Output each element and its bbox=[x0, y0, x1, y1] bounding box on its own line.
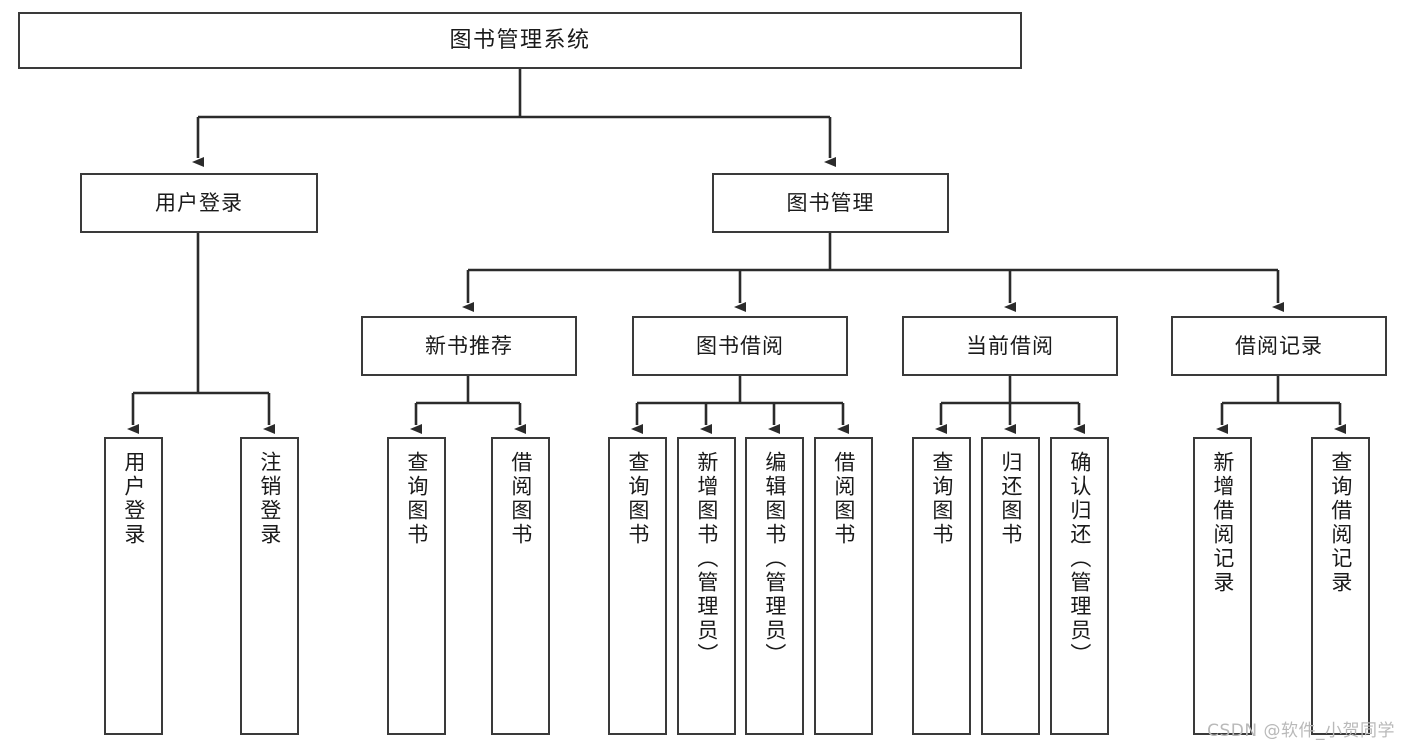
leaf-confirm-return-admin[interactable]: 确认归还（管理员） bbox=[1050, 437, 1109, 735]
leaf-user-login[interactable]: 用户登录 bbox=[104, 437, 163, 735]
node-label: 当前借阅 bbox=[966, 333, 1054, 358]
node-label: 查询图书 bbox=[929, 451, 954, 547]
node-label: 确认归还（管理员） bbox=[1067, 451, 1092, 667]
node-label: 归还图书 bbox=[998, 451, 1023, 547]
node-label: 查询图书 bbox=[625, 451, 650, 547]
leaf-query-borrow-record[interactable]: 查询借阅记录 bbox=[1311, 437, 1370, 735]
leaf-logout[interactable]: 注销登录 bbox=[240, 437, 299, 735]
leaf-borrow-book-recommend[interactable]: 借阅图书 bbox=[491, 437, 550, 735]
node-book-management[interactable]: 图书管理 bbox=[712, 173, 949, 233]
node-current-borrow[interactable]: 当前借阅 bbox=[902, 316, 1118, 376]
leaf-query-book-borrow[interactable]: 查询图书 bbox=[608, 437, 667, 735]
node-label: 注销登录 bbox=[257, 451, 282, 547]
leaf-add-borrow-record[interactable]: 新增借阅记录 bbox=[1193, 437, 1252, 735]
node-label: 新书推荐 bbox=[425, 333, 513, 358]
node-label: 查询借阅记录 bbox=[1328, 451, 1353, 595]
node-label: 借阅图书 bbox=[831, 451, 856, 547]
node-label: 用户登录 bbox=[121, 451, 146, 547]
leaf-query-book-recommend[interactable]: 查询图书 bbox=[387, 437, 446, 735]
node-label: 查询图书 bbox=[404, 451, 429, 547]
leaf-return-book[interactable]: 归还图书 bbox=[981, 437, 1040, 735]
node-label: 图书管理 bbox=[786, 190, 875, 215]
leaf-borrow-book[interactable]: 借阅图书 bbox=[814, 437, 873, 735]
leaf-edit-book-admin[interactable]: 编辑图书（管理员） bbox=[745, 437, 804, 735]
node-label: 用户登录 bbox=[155, 190, 243, 215]
node-root-book-management-system[interactable]: 图书管理系统 bbox=[18, 12, 1022, 69]
node-label: 新增借阅记录 bbox=[1210, 451, 1235, 595]
node-label: 借阅记录 bbox=[1235, 333, 1323, 358]
node-book-borrow[interactable]: 图书借阅 bbox=[632, 316, 848, 376]
csdn-watermark: CSDN @软件_小贺同学 bbox=[1207, 721, 1395, 741]
node-borrow-record[interactable]: 借阅记录 bbox=[1171, 316, 1387, 376]
leaf-query-book-current[interactable]: 查询图书 bbox=[912, 437, 971, 735]
leaf-add-book-admin[interactable]: 新增图书（管理员） bbox=[677, 437, 736, 735]
node-label: 新增图书（管理员） bbox=[694, 451, 719, 667]
node-user-login[interactable]: 用户登录 bbox=[80, 173, 318, 233]
node-label: 图书借阅 bbox=[696, 333, 784, 358]
node-new-book-recommend[interactable]: 新书推荐 bbox=[361, 316, 577, 376]
node-label: 图书管理系统 bbox=[449, 27, 591, 53]
node-label: 编辑图书（管理员） bbox=[762, 451, 787, 667]
node-label: 借阅图书 bbox=[508, 451, 533, 547]
